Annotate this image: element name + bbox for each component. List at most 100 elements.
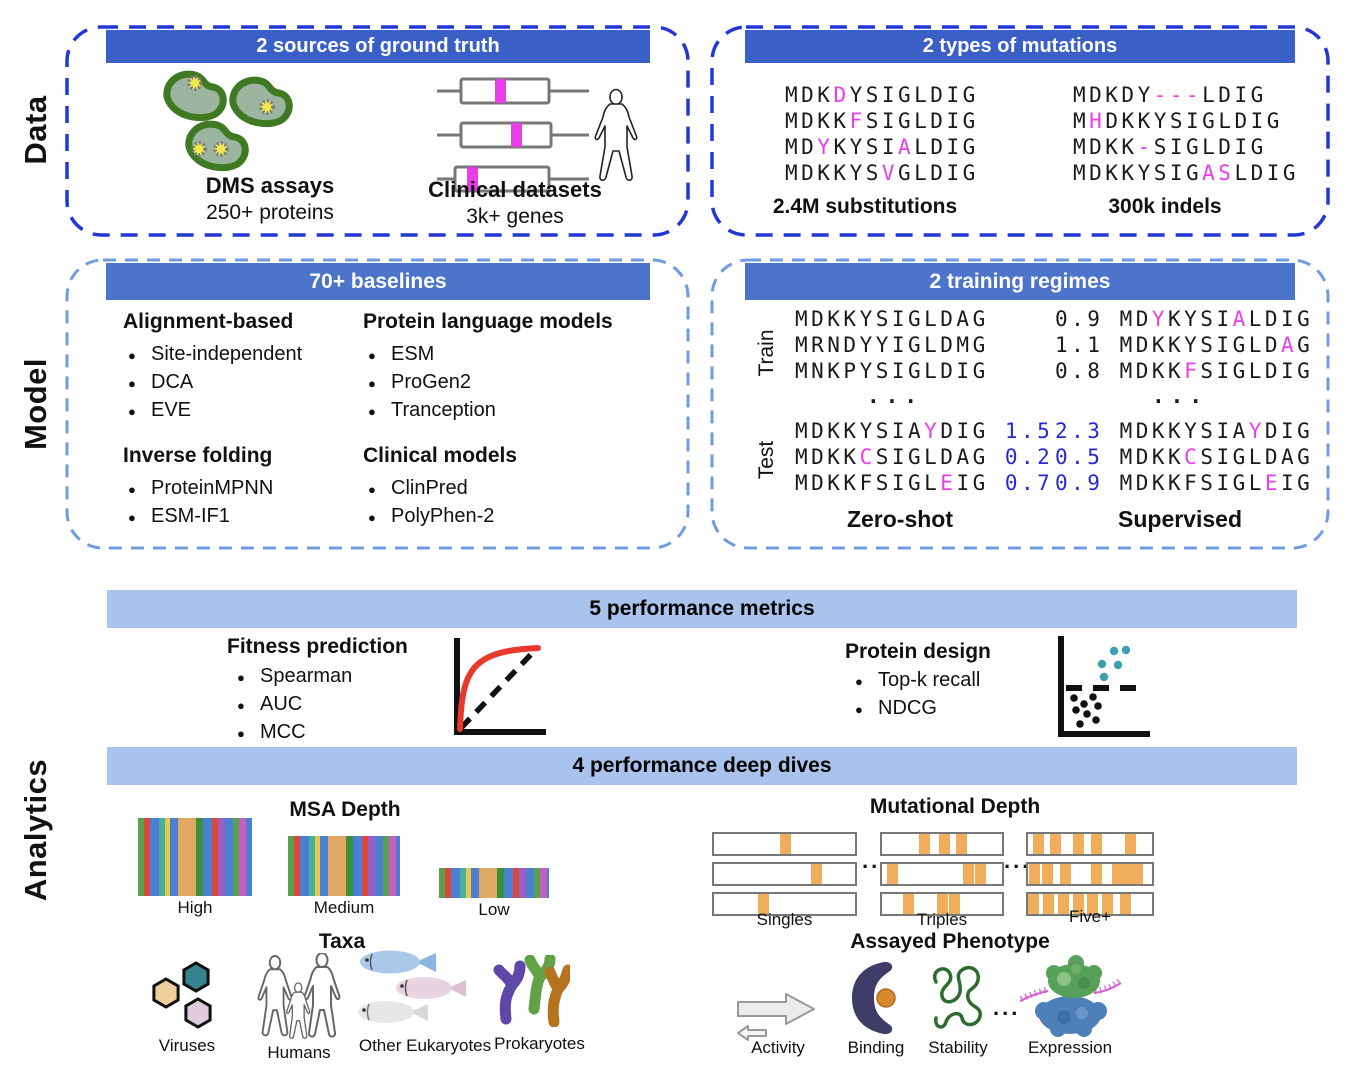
baseline-group-title: Protein language models	[363, 310, 613, 333]
assayed-phenotype-title: Assayed Phenotype	[850, 930, 1050, 953]
sequence-row: 1.1 MDKKYSIGLDAG	[1055, 333, 1314, 357]
mutation-depth-label: Singles	[756, 910, 813, 929]
baseline-item: ClinPred	[363, 474, 653, 504]
mutation-bar	[880, 832, 1004, 856]
sequence-row: MDKKCSIGLDAG 0.2	[795, 445, 1054, 469]
baselines-banner: 70+ baselines	[106, 263, 650, 300]
binding-icon	[852, 961, 896, 1035]
mutations-banner: 2 types of mutations	[745, 30, 1295, 63]
fitness-prediction-title: Fitness prediction	[227, 635, 408, 658]
msa-block-medium	[288, 836, 400, 896]
mutation-bar	[1026, 892, 1154, 916]
sequence-row: 2.3 MDKKYSIAYDIG	[1055, 419, 1314, 443]
mutation-bars-fiveplus	[1026, 832, 1154, 922]
expression-ribosome-icon	[1019, 955, 1122, 1037]
mutation-bar	[712, 862, 857, 886]
sequence-row: MDKKYSIGLDAG	[795, 307, 989, 331]
baseline-item: EVE	[123, 396, 358, 426]
section-label-model: Model	[18, 357, 53, 451]
supervised-test-sequences: 2.3 MDKKYSIAYDIG 0.5 MDKKCSIGLDAG 0.9 MD…	[1055, 418, 1313, 496]
baselines-column-left: Alignment-based Site-independent DCA EVE…	[123, 310, 358, 532]
sequence-row: 0.9 MDYKYSIALDIG	[1055, 307, 1314, 331]
ground-truth-box: 2 sources of ground truth DMS assays 250…	[65, 25, 690, 237]
section-label-data: Data	[18, 95, 53, 165]
mutation-bar	[712, 832, 857, 856]
taxa-label: Other Eukaryotes	[358, 1036, 492, 1055]
prokaryotes-icon	[493, 955, 570, 1027]
activity-arrows-icon	[737, 993, 815, 1041]
baseline-group-list: Site-independent DCA EVE	[123, 340, 358, 426]
taxa-label: Humans	[267, 1043, 331, 1062]
sequence-row: MDKK-SIGLDIG	[1073, 135, 1267, 159]
baseline-group-title: Alignment-based	[123, 310, 294, 333]
taxa-title: Taxa	[318, 930, 366, 953]
mutational-depth-title: Mutational Depth	[869, 795, 1041, 818]
sequence-row: MDKKFSIGLEIG 0.7	[795, 471, 1054, 495]
zero-shot-test-sequences: MDKKYSIAYDIG 1.5 MDKKCSIGLDAG 0.2 MDKKFS…	[795, 418, 1053, 496]
dms-assays-subtitle: 250+ proteins	[206, 201, 334, 224]
baseline-item: PolyPhen-2	[363, 502, 653, 532]
sequence-row: 0.8 MDKKFSIGLDIG	[1055, 359, 1314, 383]
phenotype-label: Expression	[1027, 1038, 1113, 1057]
dashed-border	[65, 258, 690, 550]
mutations-box: 2 types of mutations MDKDYSIGLDIG MDKKFS…	[710, 25, 1330, 237]
ellipsis: ...	[1152, 384, 1208, 408]
metric-item: AUC	[232, 690, 352, 720]
metric-item: MCC	[232, 718, 352, 748]
msa-block-low	[439, 868, 549, 898]
sequence-row: MDKKYSIAYDIG 1.5	[795, 419, 1054, 443]
supervised-train-sequences: 0.9 MDYKYSIALDIG 1.1 MDKKYSIGLDAG 0.8 MD…	[1055, 306, 1313, 384]
baseline-item: DCA	[123, 368, 358, 398]
baseline-group-list: ESM ProGen2 Tranception	[363, 340, 653, 426]
humans-icon	[257, 953, 341, 1039]
design-metrics-list: Top-k recall NDCG	[850, 666, 980, 724]
baseline-item: ProteinMPNN	[123, 474, 358, 504]
scatter-threshold-icon	[1058, 636, 1150, 737]
supervised-label: Supervised	[1118, 506, 1242, 532]
sequence-row: MDYKYSIALDIG	[785, 135, 979, 159]
mutation-depth-label: Five+	[1068, 907, 1112, 926]
other-eukaryotes-icon	[358, 950, 466, 1023]
baseline-item: Site-independent	[123, 340, 358, 370]
baseline-item: Tranception	[363, 396, 653, 426]
dashed-border	[65, 25, 690, 237]
sequence-row: MDKDY---LDIG	[1073, 83, 1267, 107]
phenotype-label: Binding	[847, 1038, 905, 1057]
baselines-column-right: Protein language models ESM ProGen2 Tran…	[363, 310, 653, 532]
msa-level-label: Medium	[313, 898, 375, 917]
msa-block-high	[138, 818, 252, 896]
substitutions-count-label: 2.4M substitutions	[772, 195, 958, 218]
human-silhouette-icon	[594, 88, 638, 182]
roc-curve-icon	[454, 638, 546, 735]
mutation-bar	[712, 892, 857, 916]
mutation-bar	[880, 892, 1004, 916]
sequence-row: 0.9 MDKKFSIGLEIG	[1055, 471, 1314, 495]
baseline-group-title: Clinical models	[363, 444, 518, 467]
substitution-sequences: MDKDYSIGLDIG MDKKFSIGLDIG MDYKYSIALDIG M…	[785, 82, 979, 186]
baseline-group-list: ClinPred PolyPhen-2	[363, 474, 653, 532]
protein-design-title: Protein design	[845, 640, 991, 663]
sequence-row: MRNDYYIGLDMG	[795, 333, 989, 357]
msa-level-label: Low	[478, 900, 510, 919]
gene-diagram-icon	[437, 77, 589, 193]
stability-icon	[932, 965, 982, 1029]
deep-dives-banner: 4 performance deep dives	[107, 747, 1297, 785]
mutation-bars-singles	[712, 832, 857, 922]
ellipsis: ...	[993, 995, 1021, 1020]
sequence-row: MHDKKYSIGLDIG	[1073, 109, 1283, 133]
sequence-row: MDKKYSVGLDIG	[785, 161, 979, 185]
mutation-bar	[1026, 832, 1154, 856]
ellipsis: ...	[867, 384, 923, 408]
dms-assays-title: DMS assays	[205, 173, 335, 198]
baseline-item: ESM-IF1	[123, 502, 358, 532]
sequence-row: MDKKYSIGASLDIG	[1073, 161, 1300, 185]
mutation-bar	[880, 862, 1004, 886]
baseline-group-title: Inverse folding	[123, 444, 273, 467]
clinical-datasets-title: Clinical datasets	[428, 177, 602, 202]
section-label-analytics: Analytics	[18, 758, 53, 902]
phenotype-label: Activity	[751, 1038, 805, 1057]
training-regimes-box: 2 training regimes Train Test MDKKYSIGLD…	[710, 258, 1330, 550]
msa-depth-title: MSA Depth	[289, 798, 401, 821]
ellipsis: ...	[1004, 848, 1032, 873]
